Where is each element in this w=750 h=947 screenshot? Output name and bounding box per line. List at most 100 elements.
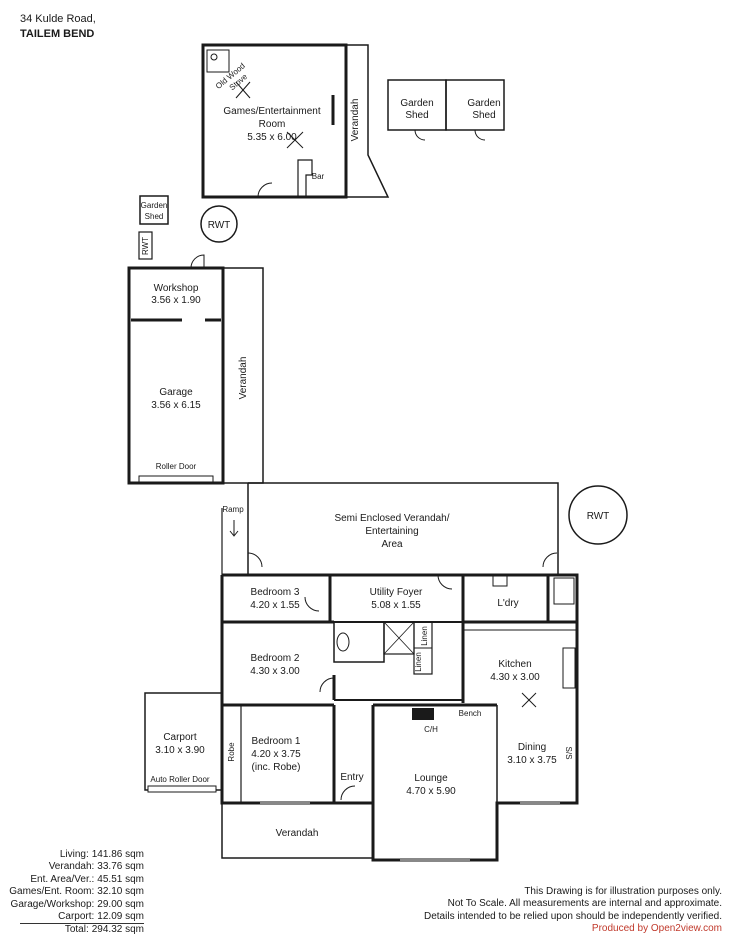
- stat-row: Games/Ent. Room:32.10 sqm: [9, 886, 144, 898]
- stat-value: 294.32 sqm: [91, 924, 144, 936]
- roller-door: [138, 475, 214, 483]
- auto-roller-door: [147, 785, 217, 793]
- stat-value: 45.51 sqm: [97, 873, 144, 885]
- stat-label: Living:: [59, 849, 89, 860]
- stat-row: Ent. Area/Ver.:45.51 sqm: [20, 874, 144, 886]
- semi-verandah-label: Semi Enclosed Verandah/: [334, 513, 449, 524]
- dining-dimensions: 3.10 x 3.75: [507, 755, 557, 766]
- area-summary: Living:141.86 sqm Verandah:33.76 sqm Ent…: [9, 849, 144, 937]
- dining-label: Dining: [518, 742, 546, 753]
- stat-label: Carport:: [58, 911, 95, 923]
- ch-label: C/H: [424, 725, 438, 734]
- stat-row: Garage/Workshop:29.00 sqm: [11, 898, 144, 911]
- stat-value: 33.76 sqm: [97, 861, 144, 873]
- rwt-2-label: RWT: [587, 511, 610, 522]
- disclaimer-line-2: Not To Scale. All measurements are inter…: [447, 898, 722, 910]
- disclaimer-line-1: This Drawing is for illustration purpose…: [524, 886, 722, 897]
- games-room-dimensions: 5.35 x 6.00: [247, 132, 297, 143]
- garage-label: Garage: [159, 387, 193, 398]
- stat-row-total: Total:294.32 sqm: [20, 923, 144, 936]
- stat-label: Garage/Workshop:: [10, 898, 95, 910]
- garden-shed-2-label: Garden: [467, 98, 500, 109]
- workshop-dimensions: 3.56 x 1.90: [151, 295, 201, 306]
- stat-label: Ent. Area/Ver.:: [30, 873, 95, 885]
- garden-shed-3-label-2: Shed: [145, 212, 164, 221]
- garden-shed-2-label-2: Shed: [472, 110, 495, 121]
- bar-label: Bar: [312, 172, 325, 181]
- door-swing: [257, 182, 273, 198]
- kitchen-label: Kitchen: [498, 659, 531, 670]
- laundry-tub: [492, 575, 508, 587]
- wood-stove-icon: [206, 49, 230, 73]
- rainwater-tank-small: [138, 231, 153, 260]
- disclaimer: This Drawing is for illustration purpose…: [402, 886, 722, 936]
- games-room-label-2: Room: [259, 119, 286, 130]
- stat-label: Verandah:: [48, 861, 95, 873]
- stat-value: 32.10 sqm: [97, 886, 144, 898]
- roller-door-label: Roller Door: [156, 462, 197, 471]
- stat-label: Games/Ent. Room:: [9, 886, 95, 898]
- auto-roller-door-label: Auto Roller Door: [150, 775, 209, 784]
- garden-shed-1-label-2: Shed: [405, 110, 428, 121]
- bench-label: Bench: [459, 709, 482, 718]
- heater: [412, 708, 434, 720]
- disclaimer-line-3: Details intended to be relied upon shoul…: [424, 910, 722, 922]
- lounge-dimensions: 4.70 x 5.90: [406, 786, 456, 797]
- stat-label: Total:: [64, 924, 89, 936]
- laundry-label: L'dry: [497, 598, 518, 609]
- utility-foyer-dimensions: 5.08 x 1.55: [371, 600, 421, 611]
- address-header: 34 Kulde Road, TAILEM BEND: [20, 12, 96, 42]
- rwt-small-label: RWT: [141, 237, 150, 255]
- bedroom-1-dimensions: 4.20 x 3.75: [251, 749, 301, 760]
- linen-label-1: Linen: [420, 626, 429, 646]
- bedroom-2-dimensions: 4.30 x 3.00: [250, 666, 300, 677]
- stat-value: 29.00 sqm: [97, 898, 144, 910]
- stat-row: Carport:12.09 sqm: [20, 911, 144, 923]
- linen-label-2: Linen: [414, 652, 423, 672]
- semi-verandah-label-2: Entertaining: [365, 526, 418, 537]
- toilet-icon: [336, 632, 350, 652]
- robe-label: Robe: [227, 742, 236, 762]
- carport-label: Carport: [163, 732, 197, 743]
- rainwater-tank-2: [568, 485, 628, 545]
- entry-label: Entry: [340, 772, 363, 783]
- carport-dimensions: 3.10 x 3.90: [155, 745, 205, 756]
- games-verandah-outline: [346, 44, 390, 198]
- games-room-walls: [201, 43, 348, 199]
- ss-label: S/S: [564, 747, 573, 760]
- stat-row: Living:141.86 sqm: [20, 849, 144, 861]
- lounge-label: Lounge: [414, 773, 448, 784]
- garden-shed-3: [139, 195, 169, 225]
- stat-value: 141.86 sqm: [91, 849, 144, 860]
- garage-verandah-outline: [222, 267, 264, 484]
- garden-shed-3-label: Garden: [141, 201, 168, 210]
- bedroom-2-label: Bedroom 2: [251, 653, 300, 664]
- rwt-1-label: RWT: [208, 220, 231, 231]
- bedroom-3-dimensions: 4.20 x 1.55: [250, 600, 300, 611]
- stat-value: 12.09 sqm: [97, 911, 144, 923]
- credit-link[interactable]: Produced by Open2view.com: [591, 923, 722, 935]
- stat-row: Verandah:33.76 sqm: [20, 861, 144, 873]
- bedroom-1-note: (inc. Robe): [252, 762, 301, 773]
- bedroom-3-label: Bedroom 3: [251, 587, 300, 598]
- games-verandah-label: Verandah: [350, 99, 361, 142]
- bedroom-1-label: Bedroom 1: [252, 736, 301, 747]
- kitchen-sink: [562, 647, 576, 689]
- ramp-label: Ramp: [222, 505, 244, 514]
- garden-shed-1-label: Garden: [400, 98, 433, 109]
- garage-dimensions: 3.56 x 6.15: [151, 400, 201, 411]
- bar-counter: [297, 159, 313, 197]
- games-room-label: Games/Entertainment: [223, 106, 320, 117]
- workshop-label: Workshop: [154, 283, 199, 294]
- house-exterior-walls: [220, 573, 579, 862]
- front-verandah-label: Verandah: [276, 828, 319, 839]
- semi-verandah-label-3: Area: [381, 539, 403, 550]
- address-street: 34 Kulde Road,: [20, 13, 96, 25]
- rainwater-tank-1: [200, 205, 238, 243]
- utility-foyer-label: Utility Foyer: [370, 587, 423, 598]
- garage-verandah-label: Verandah: [238, 357, 249, 400]
- address-town: TAILEM BEND: [20, 28, 95, 40]
- bathroom: [333, 621, 385, 663]
- kitchen-dimensions: 4.30 x 3.00: [490, 672, 540, 683]
